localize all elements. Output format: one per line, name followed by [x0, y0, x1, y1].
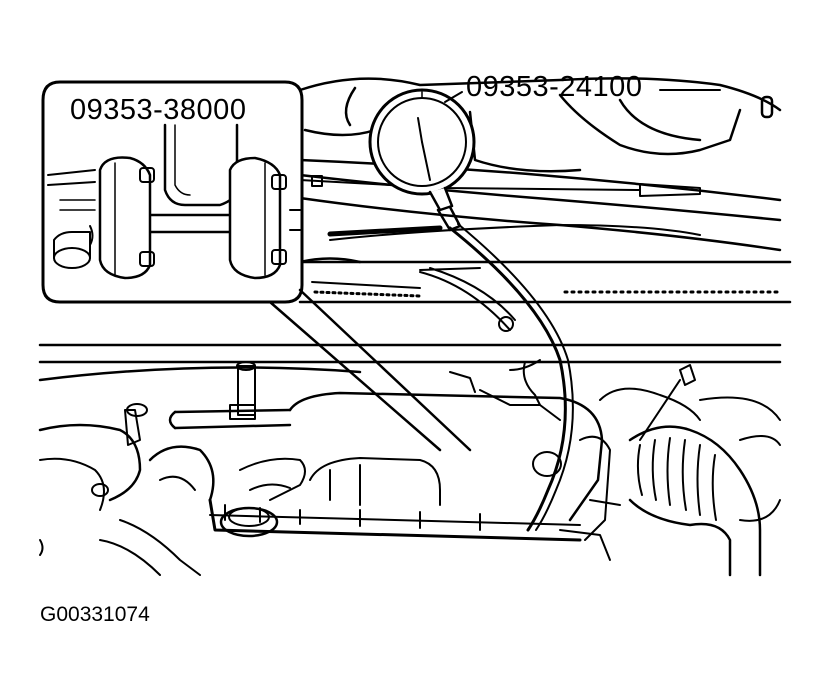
- adapter-part-number: 09353-38000: [70, 94, 247, 126]
- wiper-assembly: [299, 175, 701, 332]
- gauge-hose: [448, 223, 574, 532]
- air-intake-hose: [599, 364, 781, 577]
- left-components: [38, 403, 306, 576]
- cowl-panel: [298, 257, 792, 304]
- pressure-gauge-icon: [368, 88, 476, 232]
- gauge-part-number: 09353-24100: [466, 71, 643, 103]
- strut-brace: [38, 343, 782, 382]
- windshield-area: [298, 77, 782, 252]
- right-lower-components: [559, 435, 621, 561]
- adapter-coupling-icon: [47, 123, 301, 280]
- engine-cover: [168, 359, 604, 542]
- gauge-label-leader: [444, 89, 721, 103]
- figure-id: G00331074: [40, 603, 150, 626]
